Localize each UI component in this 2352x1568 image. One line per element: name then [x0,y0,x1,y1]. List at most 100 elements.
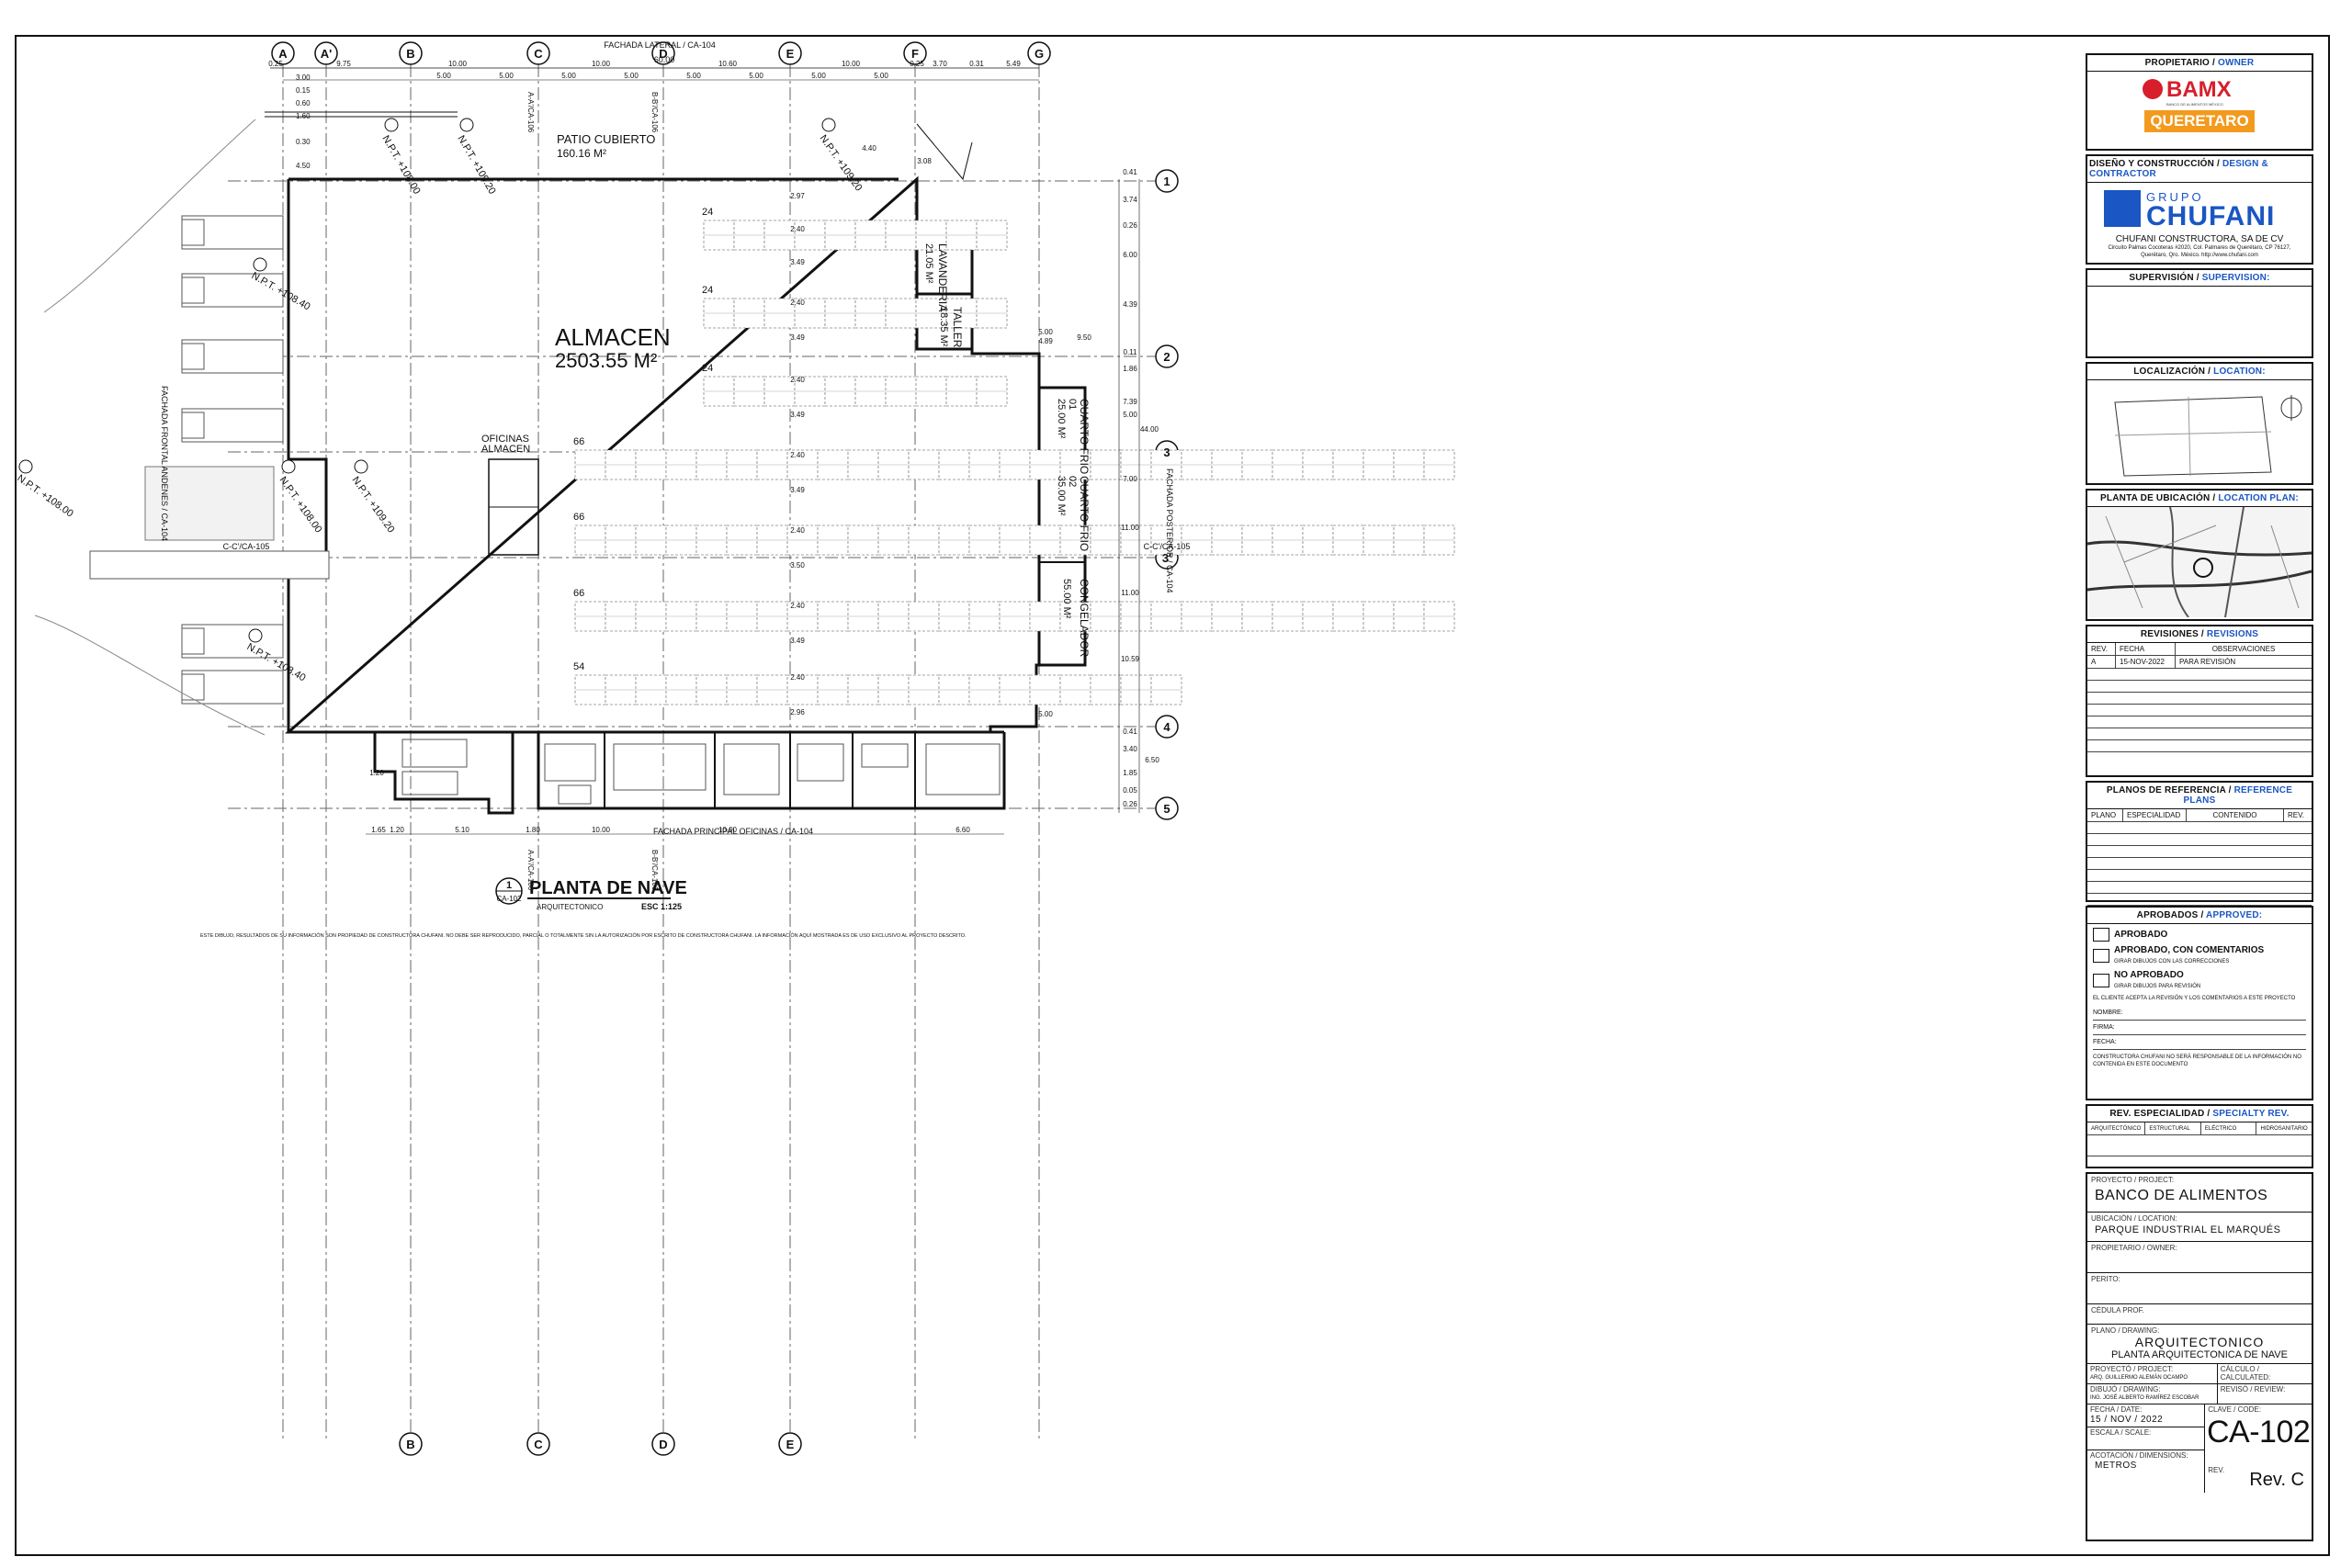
truck-trailer [181,408,284,443]
dimension: 0.11 [1124,348,1138,356]
drawing-subtitle: ARQUITECTONICO [537,903,603,911]
level-label: N.P.T. +108.00 [17,473,75,520]
level-marker-icon [248,628,263,643]
section-a-label-bottom: A-A'/CA-106 [526,850,535,891]
room-name-congelador: CONGELADOR [1078,579,1091,658]
facade-frontal-label: FACHADA FRONTAL ANDENES / CA-104 [160,386,169,541]
facade-posterior-label: FACHADA POSTERIOR / CA-104 [1165,468,1174,593]
dimension: 5.00 [624,72,639,80]
drawing-scale: ESC 1:125 [641,902,682,911]
dimension: 0.31 [969,60,984,68]
loading-docks [34,118,330,736]
drawing-units: METROS [2095,1461,2137,1471]
chufani-logo: GRUPO CHUFANI [2087,183,2312,234]
title-reference: CA-102 [496,895,522,903]
not-approved-checkbox[interactable] [2093,974,2109,987]
office-furniture [797,743,844,782]
room-area-patio: 160.16 M² [557,147,606,160]
room-name-cuarto-frio-2: CUARTO FRIO [1078,476,1091,551]
sheet-code: CA-102 [2207,1415,2311,1450]
approved-comments-checkbox[interactable] [2093,949,2109,963]
truck-cab [181,412,205,439]
section-b-label-bottom: B-B'/CA-106 [650,850,659,891]
facade-lateral-label: FACHADA LATERAL / CA-104 [604,40,716,50]
canopy-rail [265,111,458,118]
dimension: 4.39 [1123,300,1137,309]
level-marker-icon [384,118,399,132]
level-marker-icon [281,459,296,474]
dimension: 2.40 [790,225,805,233]
dimension: 5.10 [455,826,469,834]
project-by-row: PROYECTÓ / PROJECT: ARQ. GUILLERMO ALEMÁ… [2087,1364,2312,1384]
grid-column-label: D [659,1438,667,1451]
approval-signature-fields: NOMBRE: FIRMA: FECHA: [2093,1006,2306,1050]
dimension: 11.00 [1121,589,1139,597]
location-plan-map [2086,506,2312,618]
grid-column-label: E [786,1438,795,1451]
grid-bubble [271,41,295,65]
dimension: 6.00 [1123,251,1137,259]
dimension: 5.00 [686,72,701,80]
dimension: 6.50 [1145,756,1159,764]
contractor-name: CHUFANI CONSTRUCTORA, SA DE CV [2115,234,2284,244]
footer-note: ESTE DIBUJO, RESULTADOS DE SU INFORMACIÓ… [200,932,967,939]
drawing-title: PLANTA DE NAVE [529,878,687,898]
approved-checkbox[interactable] [2093,928,2109,942]
dimension: 2.40 [790,376,805,384]
level-marker-icon [18,459,33,474]
level-marker-icon [354,459,368,474]
specialty-section: REV. ESPECIALIDAD / SPECIALTY REV. ARQUI… [2086,1104,2313,1168]
dimension: 60.00 [654,55,675,64]
approval-note: EL CLIENTE ACEPTA LA REVISIÓN Y LOS COME… [2093,996,2296,1001]
dimension: 3.49 [790,258,805,266]
rack-count: 66 [573,436,584,447]
dimension: 5.00 [749,72,763,80]
location-section: LOCALIZACIÓN / LOCATION: [2086,362,2313,485]
dimension: 3.49 [790,333,805,342]
dimension: 5.49 [1006,60,1021,68]
project-location: PARQUE INDUSTRIAL EL MARQUÉS [2087,1223,2312,1242]
truck-cab [181,627,205,655]
grid-column-label: A' [321,47,332,61]
dimension: 4.40 [862,144,876,152]
dimension: 1.80 [526,826,540,834]
dock-truck-long [89,550,330,580]
room-name-oficinas: OFICINAS [481,434,529,445]
grid-bubble [1155,169,1179,193]
bamx-tagline: BANCO DE ALIMENTOS MÉXICO [2166,102,2223,107]
section-left-label: C-C'/CA-105 [223,542,270,551]
access-road [34,615,266,736]
wall [287,179,328,732]
drawing-type: ARQUITECTONICO [2134,1335,2265,1349]
dimension: 11.00 [1121,524,1139,532]
dimension: 5.00 [436,72,451,80]
reference-plans-section: PLANOS DE REFERENCIA / REFERENCE PLANS P… [2086,781,2313,906]
dimension: 5.00 [1123,411,1137,419]
grid-bubble [1155,715,1179,739]
grid-row-label: 4 [1163,720,1170,734]
dimension: 2.97 [790,192,805,200]
dock-ramp [144,466,275,541]
truck-trailer [181,624,284,659]
revisions-header: REV. FECHA OBSERVACIONES [2087,643,2312,656]
grid-column-label: G [1035,47,1044,61]
dimension: 1.65 [371,826,386,834]
dimension: 10.00 [592,60,611,68]
room-name-patio: PATIO CUBIERTO [557,132,655,146]
dimension: 10.00 [448,60,468,68]
dimension: 6.60 [956,826,970,834]
grid-row-label: 3 [1163,446,1170,459]
apple-icon [2143,79,2163,99]
grid-column-label: B [406,47,414,61]
owner-section: PROPIETARIO / OWNER BAMX BANCO DE ALIMEN… [2086,53,2313,151]
patio-stair [916,123,973,181]
grid-column-label: C [534,47,543,61]
dimension: 5.00 [811,72,826,80]
dimension: 10.00 [842,60,861,68]
drawing-date: 15 / NOV / 2022 [2087,1415,2205,1427]
grid-row-label: 5 [1163,802,1170,816]
dimension: 1.85 [1123,769,1137,777]
dimension: 4.89 [1038,337,1053,345]
